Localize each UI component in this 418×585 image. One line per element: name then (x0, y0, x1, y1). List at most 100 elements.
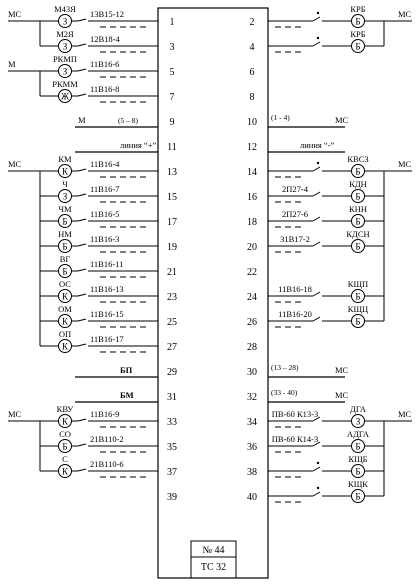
right-device-glyph-7: Б (355, 192, 360, 202)
right-wire-label-12: 11В16-20 (278, 309, 312, 319)
left-wire-label-10: 11В16-11 (90, 259, 123, 269)
left-terminal-number-9: 19 (167, 242, 177, 253)
right-terminal-number-5: 12 (247, 142, 257, 153)
left-terminal-number-16: 33 (167, 417, 177, 428)
left-switch-blade-13 (77, 343, 87, 347)
left-wire-label-11: 11В16-13 (90, 284, 124, 294)
left-device-glyph-10: Б (62, 267, 67, 277)
left-bus-label-16: МС (8, 409, 22, 419)
right-device-label-11: КЩП (348, 279, 368, 289)
right-switch-blade-11 (312, 291, 321, 297)
right-device-glyph-6: Б (355, 167, 360, 177)
right-switch-blade-18 (312, 466, 321, 472)
left-device-label-12: ОМ (58, 304, 72, 314)
left-bus-label-6: МС (8, 159, 22, 169)
left-device-label-2: РКМП (53, 54, 77, 64)
left-wire-label-0: 13В15-12 (90, 9, 124, 19)
left-wire-label-18: 21В110-6 (90, 459, 124, 469)
right-terminal-number-11: 24 (247, 292, 257, 303)
left-device-glyph-0: З (63, 17, 68, 27)
right-terminal-number-1: 4 (250, 42, 255, 53)
left-switch-blade-18 (77, 468, 87, 472)
right-wire-label-11: 11В16-18 (278, 284, 312, 294)
left-switch-blade-1 (77, 43, 87, 47)
left-terminal-number-8: 17 (167, 217, 177, 228)
left-switch-blade-9 (77, 243, 87, 247)
left-device-glyph-12: К (62, 317, 69, 327)
left-terminal-number-15: 31 (167, 392, 177, 403)
left-device-glyph-17: Б (62, 442, 67, 452)
left-device-label-1: М2Я (56, 29, 74, 39)
left-switch-blade-17 (77, 443, 87, 447)
block-code: ТС 32 (201, 562, 226, 573)
left-device-label-7: Ч (62, 179, 68, 189)
right-bus-label-16: МС (398, 409, 412, 419)
right-bus-label-0: МС (398, 9, 412, 19)
right-wire-label-7: 2П27-4 (282, 184, 309, 194)
right-device-glyph-9: Б (355, 242, 360, 252)
right-switch-blade-17 (312, 441, 321, 447)
right-terminal-number-19: 40 (247, 492, 257, 503)
left-device-glyph-3: Ж (61, 92, 70, 102)
right-device-glyph-12: Б (355, 317, 360, 327)
left-device-glyph-7: З (63, 192, 68, 202)
left-wire-label-13: 11В16-17 (90, 334, 124, 344)
left-terminal-number-10: 21 (167, 267, 177, 278)
left-terminal-number-4: 9 (170, 117, 175, 128)
left-device-glyph-16: К (62, 417, 69, 427)
left-terminal-number-5: 11 (167, 142, 177, 153)
right-bus-label-6: МС (398, 159, 412, 169)
left-device-label-9: НМ (58, 229, 72, 239)
left-device-glyph-1: З (63, 42, 68, 52)
right-switch-blade-12 (312, 316, 321, 322)
left-terminal-number-13: 27 (167, 342, 177, 353)
block-label-box (190, 540, 237, 579)
right-device-glyph-0: Б (355, 17, 360, 27)
right-line-label-5: линия “-” (300, 140, 335, 150)
left-switch-blade-12 (77, 318, 87, 322)
left-switch-blade-0 (77, 18, 87, 22)
left-switch-blade-6 (77, 168, 87, 172)
left-line-label-14: БП (120, 365, 133, 375)
left-switch-blade-16 (77, 418, 87, 422)
right-switch-blade-1 (312, 41, 321, 47)
left-device-label-11: ОС (59, 279, 71, 289)
left-wire-label-12: 11В16-15 (90, 309, 124, 319)
left-device-glyph-13: К (62, 342, 69, 352)
right-switch-blade-16 (312, 416, 321, 422)
left-terminal-number-3: 7 (170, 92, 175, 103)
right-terminal-number-17: 36 (247, 442, 257, 453)
right-wire-label-9: 31В17-2 (280, 234, 310, 244)
right-switch-blade-6 (312, 166, 321, 172)
left-terminal-number-1: 3 (170, 42, 175, 53)
right-device-glyph-19: Б (355, 492, 360, 502)
left-switch-blade-2 (77, 68, 87, 72)
right-switch-blade-8 (312, 216, 321, 222)
right-terminal-number-4: 10 (247, 117, 257, 128)
right-device-label-16: ДГА (350, 404, 367, 414)
left-switch-blade-7 (77, 193, 87, 197)
right-device-glyph-8: Б (355, 217, 360, 227)
right-line-range-4: (1 - 4) (271, 113, 290, 122)
left-terminal-number-0: 1 (170, 17, 175, 28)
left-wire-label-7: 11В16-7 (90, 184, 119, 194)
right-terminal-number-0: 2 (250, 17, 255, 28)
right-device-glyph-16: З (356, 417, 361, 427)
right-switch-dot-1 (316, 36, 320, 40)
left-bus-label-2: М (8, 59, 16, 69)
left-wire-label-3: 11В16-8 (90, 84, 119, 94)
right-switch-blade-0 (312, 16, 321, 22)
right-terminal-number-7: 16 (247, 192, 257, 203)
left-terminal-number-7: 15 (167, 192, 177, 203)
left-device-label-3: РКММ (52, 79, 78, 89)
right-terminal-number-13: 28 (247, 342, 257, 353)
left-device-label-16: КВУ (57, 404, 75, 414)
right-device-label-0: КРБ (350, 4, 365, 14)
left-wire-label-16: 11В16-9 (90, 409, 119, 419)
right-device-glyph-18: Б (355, 467, 360, 477)
right-terminal-number-18: 38 (247, 467, 257, 478)
right-terminal-number-9: 20 (247, 242, 257, 253)
left-switch-blade-8 (77, 218, 87, 222)
right-device-label-7: КДН (349, 179, 367, 189)
